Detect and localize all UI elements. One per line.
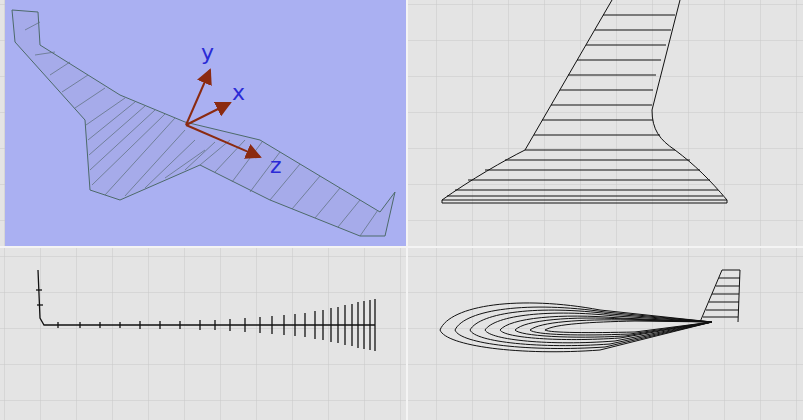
axis-label: z xyxy=(270,155,282,177)
axis-label: x xyxy=(232,82,245,104)
axis-label: y xyxy=(201,42,214,64)
